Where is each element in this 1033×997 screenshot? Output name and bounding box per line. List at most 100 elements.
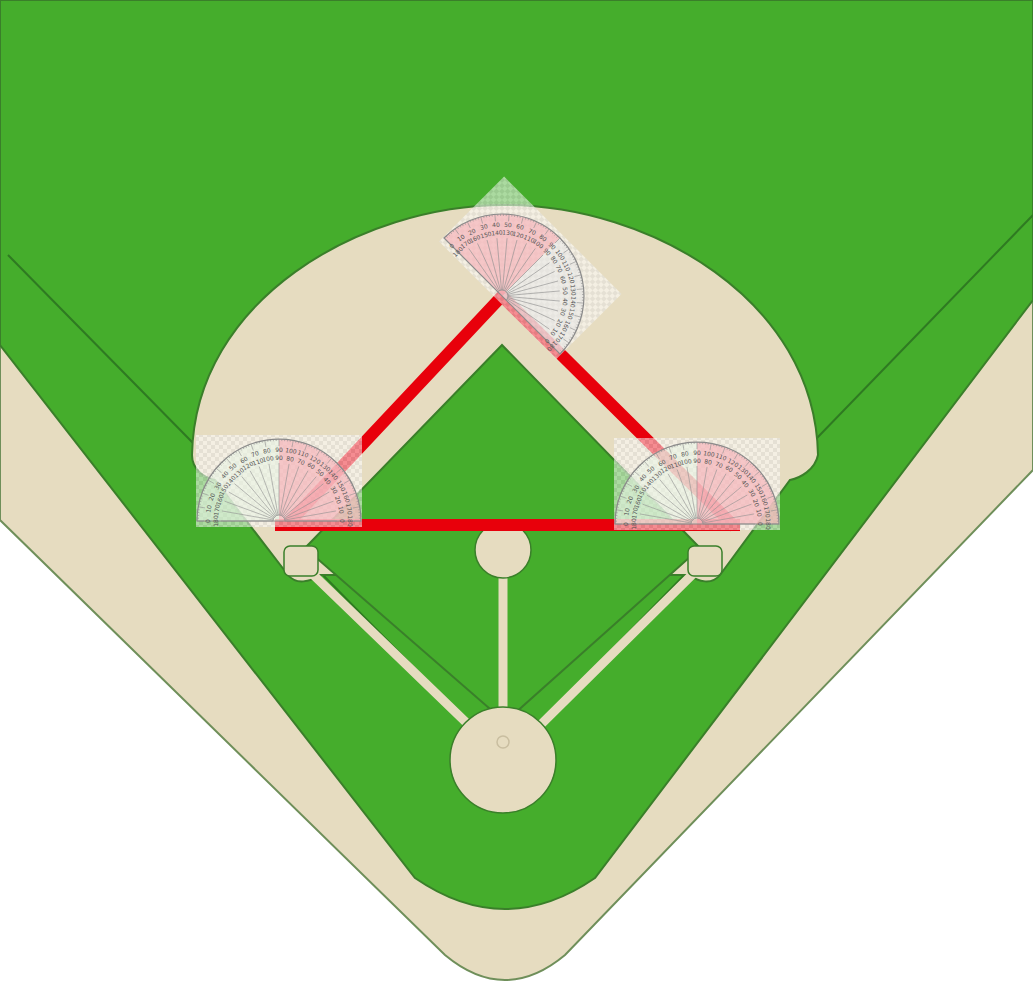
scale-number: 80 [680, 450, 689, 457]
scale-number: 40 [492, 222, 500, 229]
scale-number: 170 [213, 504, 221, 516]
scale-number: 30 [213, 481, 222, 491]
scale-number: 50 [647, 465, 657, 475]
scale-number: 70 [250, 450, 259, 458]
scale-number: 60 [306, 462, 316, 471]
scale-number: 120 [512, 231, 525, 240]
scale-number: 0 [339, 519, 345, 523]
scale-number: 150 [479, 231, 492, 240]
scale-number: 130 [650, 470, 663, 482]
scale-number: 120 [566, 271, 575, 284]
scale-number: 110 [522, 234, 535, 244]
scale-number: 30 [559, 308, 567, 317]
scale-number: 120 [241, 461, 254, 472]
scale-number: 0 [448, 242, 455, 249]
scale-number: 80 [538, 233, 548, 242]
scale-number: 130 [232, 467, 245, 479]
scale-number: 160 [633, 496, 643, 509]
scale-number: 130 [736, 464, 749, 476]
scale-number: 140 [327, 469, 339, 482]
scale-number: 10 [456, 233, 466, 242]
scale-number: 0 [623, 522, 629, 526]
third-base-cutout [284, 546, 318, 576]
protractor-center [498, 288, 511, 301]
scale-number: 60 [516, 224, 525, 232]
scale-number: 40 [561, 297, 568, 305]
scale-number: 70 [714, 461, 723, 469]
scale-number: 30 [747, 488, 756, 498]
scale-number: 20 [626, 495, 634, 504]
scale-number: 10 [549, 327, 558, 337]
scale-number: 100 [680, 458, 692, 466]
scale-number: 100 [703, 450, 715, 458]
scale-number: 90 [275, 455, 283, 461]
scale-number: 110 [297, 450, 310, 460]
scale-number: 170 [554, 330, 565, 343]
scale-number: 30 [479, 224, 488, 232]
scale-number: 0 [543, 337, 550, 344]
scale-number: 100 [285, 447, 297, 455]
scale-number: 40 [638, 474, 648, 484]
scale-number: 70 [527, 227, 536, 236]
scale-number: 80 [262, 447, 271, 454]
scale-number: 170 [763, 506, 771, 518]
scale-number: 60 [657, 458, 667, 467]
scale-number: 140 [569, 296, 576, 308]
scale-number: 10 [755, 509, 762, 518]
scale-number: 180 [213, 515, 219, 526]
scale-number: 110 [669, 460, 682, 470]
scale-number: 90 [693, 450, 701, 456]
scale-number: 0 [757, 522, 763, 526]
scale-number: 110 [715, 453, 728, 463]
scale-number: 170 [631, 507, 639, 519]
scale-number: 170 [345, 503, 353, 515]
scale-number: 20 [555, 318, 564, 327]
scale-number: 160 [759, 493, 769, 506]
scale-number: 150 [335, 479, 346, 492]
scale-number: 50 [504, 222, 512, 229]
scale-number: 20 [752, 498, 760, 507]
scale-number: 50 [561, 286, 568, 294]
scale-number: 140 [491, 230, 503, 237]
protractor [614, 438, 780, 530]
protractor-ticks [197, 439, 361, 521]
scale-number: 80 [549, 255, 558, 265]
scale-number: 10 [623, 507, 630, 516]
scale-number: 110 [251, 457, 264, 467]
scale-number: 130 [569, 284, 576, 296]
scale-number: 100 [554, 249, 565, 262]
scale-number: 80 [286, 455, 295, 462]
scale-number: 70 [668, 453, 677, 461]
scale-number: 30 [329, 485, 338, 495]
scale-number: 130 [502, 230, 514, 237]
scale-number: 20 [334, 495, 342, 504]
scale-number: 180 [546, 340, 558, 352]
scale-number: 90 [275, 447, 283, 453]
scale-number: 70 [296, 458, 305, 466]
scale-number: 180 [347, 515, 353, 526]
scale-number: 70 [555, 265, 564, 274]
scale-number: 140 [643, 477, 655, 490]
protractor-ticks [615, 442, 779, 524]
scale-number: 30 [631, 484, 640, 494]
scale-number: 40 [323, 476, 333, 486]
scale-number: 20 [208, 492, 216, 501]
scale-number: 90 [547, 241, 557, 251]
protractor-center [273, 515, 285, 521]
scale-number: 90 [542, 247, 552, 257]
field-grass [0, 0, 1033, 909]
scale-number: 160 [561, 320, 571, 333]
scale-number: 100 [532, 239, 545, 250]
scale-number: 50 [315, 468, 325, 478]
scale-number: 60 [239, 455, 249, 464]
foul-line [8, 215, 1033, 760]
scale-number: 140 [745, 472, 757, 485]
scale-number: 170 [459, 239, 472, 250]
scale-number: 100 [262, 455, 274, 463]
scale-number: 180 [631, 518, 637, 529]
protractor-center [691, 518, 703, 524]
first-base-cutout [688, 546, 722, 576]
protractor-ticks [444, 180, 618, 354]
